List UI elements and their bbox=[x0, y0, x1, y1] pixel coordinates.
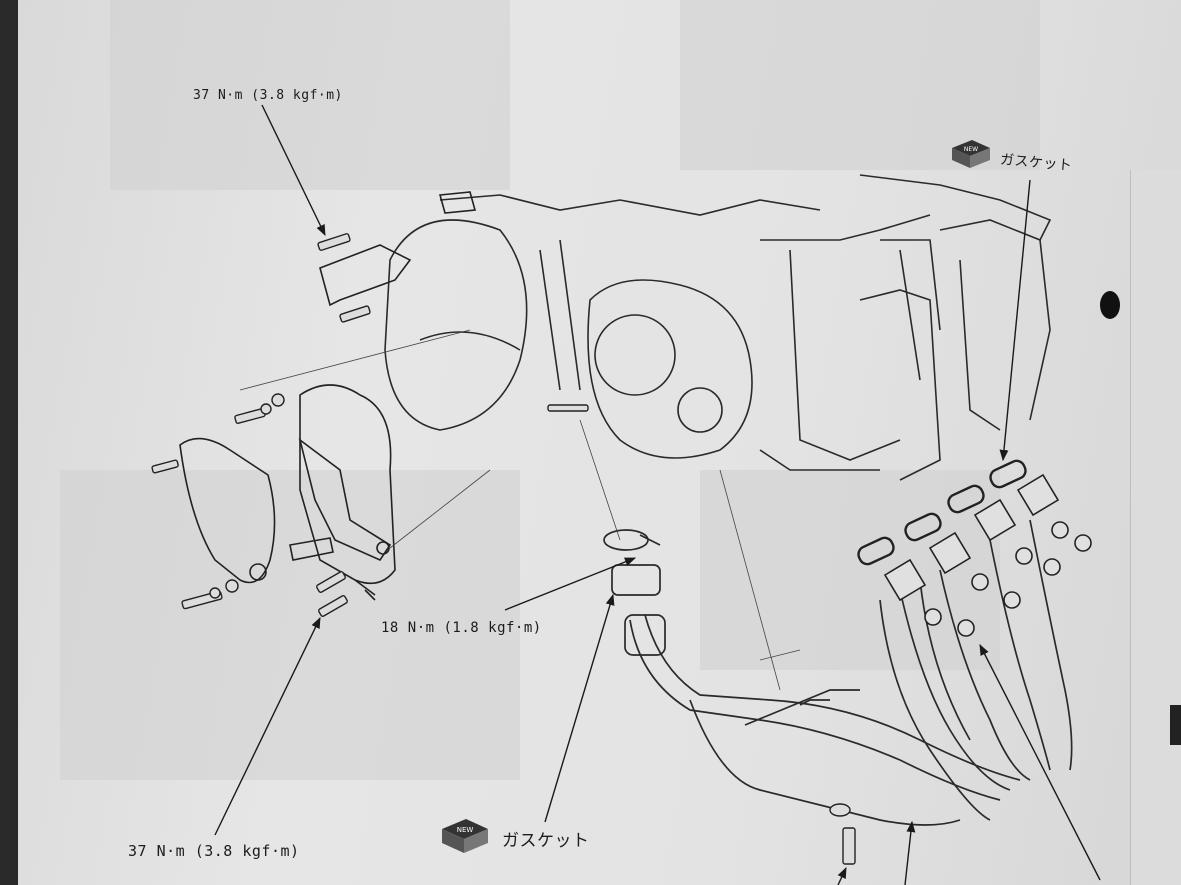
torque-spec-upper-left: 37 N·m (3.8 kgf·m) bbox=[193, 88, 343, 103]
adjacent-page-edge bbox=[1130, 170, 1181, 885]
new-badge-text: NEW bbox=[457, 826, 474, 834]
binder-tab bbox=[1170, 705, 1181, 745]
torque-spec-clamp: 18 N·m (1.8 kgf·m) bbox=[381, 620, 542, 636]
footpeg-bracket-assembly bbox=[179, 191, 477, 601]
faded-background-photos bbox=[60, 0, 1040, 780]
gasket-rings bbox=[857, 459, 1027, 566]
binder-hole bbox=[1100, 291, 1120, 319]
engine-frame-outline bbox=[384, 174, 1052, 481]
new-badge-text: NEW bbox=[964, 146, 978, 153]
torque-spec-lower-left: 37 N·m (3.8 kgf·m) bbox=[128, 842, 300, 860]
gasket-label-bottom: ガスケット bbox=[502, 831, 590, 851]
callout-leaders bbox=[214, 104, 1101, 885]
bolts bbox=[151, 233, 856, 865]
assembly-guide-lines bbox=[239, 329, 801, 691]
new-part-icon-bottom: NEW bbox=[442, 819, 488, 853]
exhaust-headers bbox=[603, 519, 1073, 826]
header-flanges bbox=[883, 473, 1092, 637]
new-part-icon-top: NEW bbox=[952, 140, 990, 168]
